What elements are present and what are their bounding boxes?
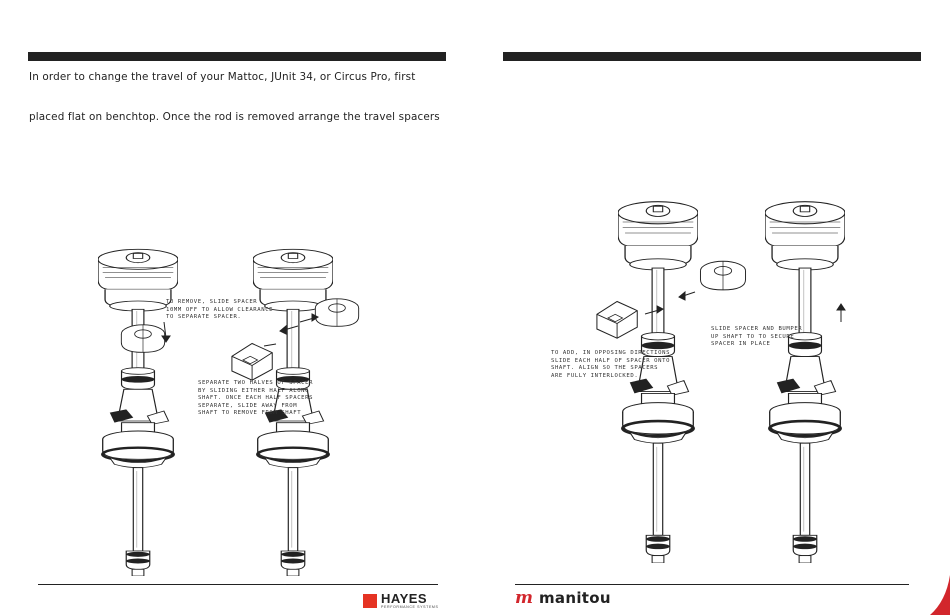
right-leader-arrows xyxy=(644,290,846,322)
hayes-name: HAYES xyxy=(381,591,428,606)
manitou-name: manitou xyxy=(539,589,611,607)
footer-rule xyxy=(38,584,438,586)
manitou-logo: m manitou xyxy=(515,588,611,608)
corner-swoosh-icon xyxy=(930,575,950,615)
callout-remove-slide: To remove, slide spacer 10mm off to allo… xyxy=(166,299,274,321)
callout-slide-bumper: Slide spacer and bumper up shaft to to s… xyxy=(711,326,803,348)
intro-line-1: In order to change the travel of your Ma… xyxy=(29,71,416,83)
callout-add-spacer: To add, in opposing directions slide eac… xyxy=(551,350,671,379)
manitou-mark-icon: m xyxy=(515,588,533,608)
left-leader-arrows xyxy=(161,313,319,347)
hayes-subtitle: PERFORMANCE SYSTEMS xyxy=(381,605,439,609)
hayes-logo: HAYES PERFORMANCE SYSTEMS xyxy=(363,592,439,610)
left-page: In order to change the travel of your Ma… xyxy=(28,52,446,610)
callout-separate-halves: Separate two halves of spacer by sliding… xyxy=(198,380,314,417)
right-page: To add, in opposing directions slide eac… xyxy=(475,0,950,615)
intro-line-2: placed flat on benchtop. Once the rod is… xyxy=(29,111,440,123)
hayes-mark-icon xyxy=(363,593,377,608)
header-bar xyxy=(503,52,921,61)
header-bar xyxy=(28,52,446,61)
footer-rule xyxy=(515,584,909,586)
